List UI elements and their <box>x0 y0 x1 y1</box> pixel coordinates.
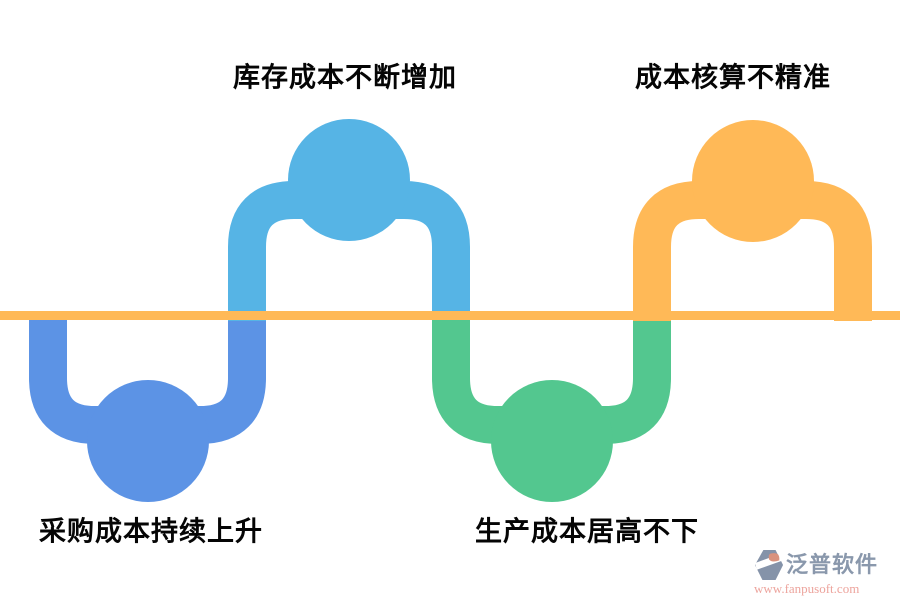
production-label: 生产成本居高不下 <box>475 516 699 547</box>
inventory-label: 库存成本不断增加 <box>233 62 457 93</box>
watermark-brand: 泛普软件 <box>786 551 879 577</box>
watermark: 泛普软件 www.fanpusoft.com <box>754 549 894 596</box>
production-node <box>491 380 613 502</box>
fanpu-logo-icon <box>754 549 784 580</box>
baseline <box>0 311 900 320</box>
costing-label: 成本核算不精准 <box>635 62 831 93</box>
procurement-node <box>87 380 209 502</box>
inventory-node <box>288 119 410 241</box>
costing-node <box>692 120 814 242</box>
watermark-url: www.fanpusoft.com <box>754 580 860 596</box>
procurement-label: 采购成本持续上升 <box>39 516 263 547</box>
